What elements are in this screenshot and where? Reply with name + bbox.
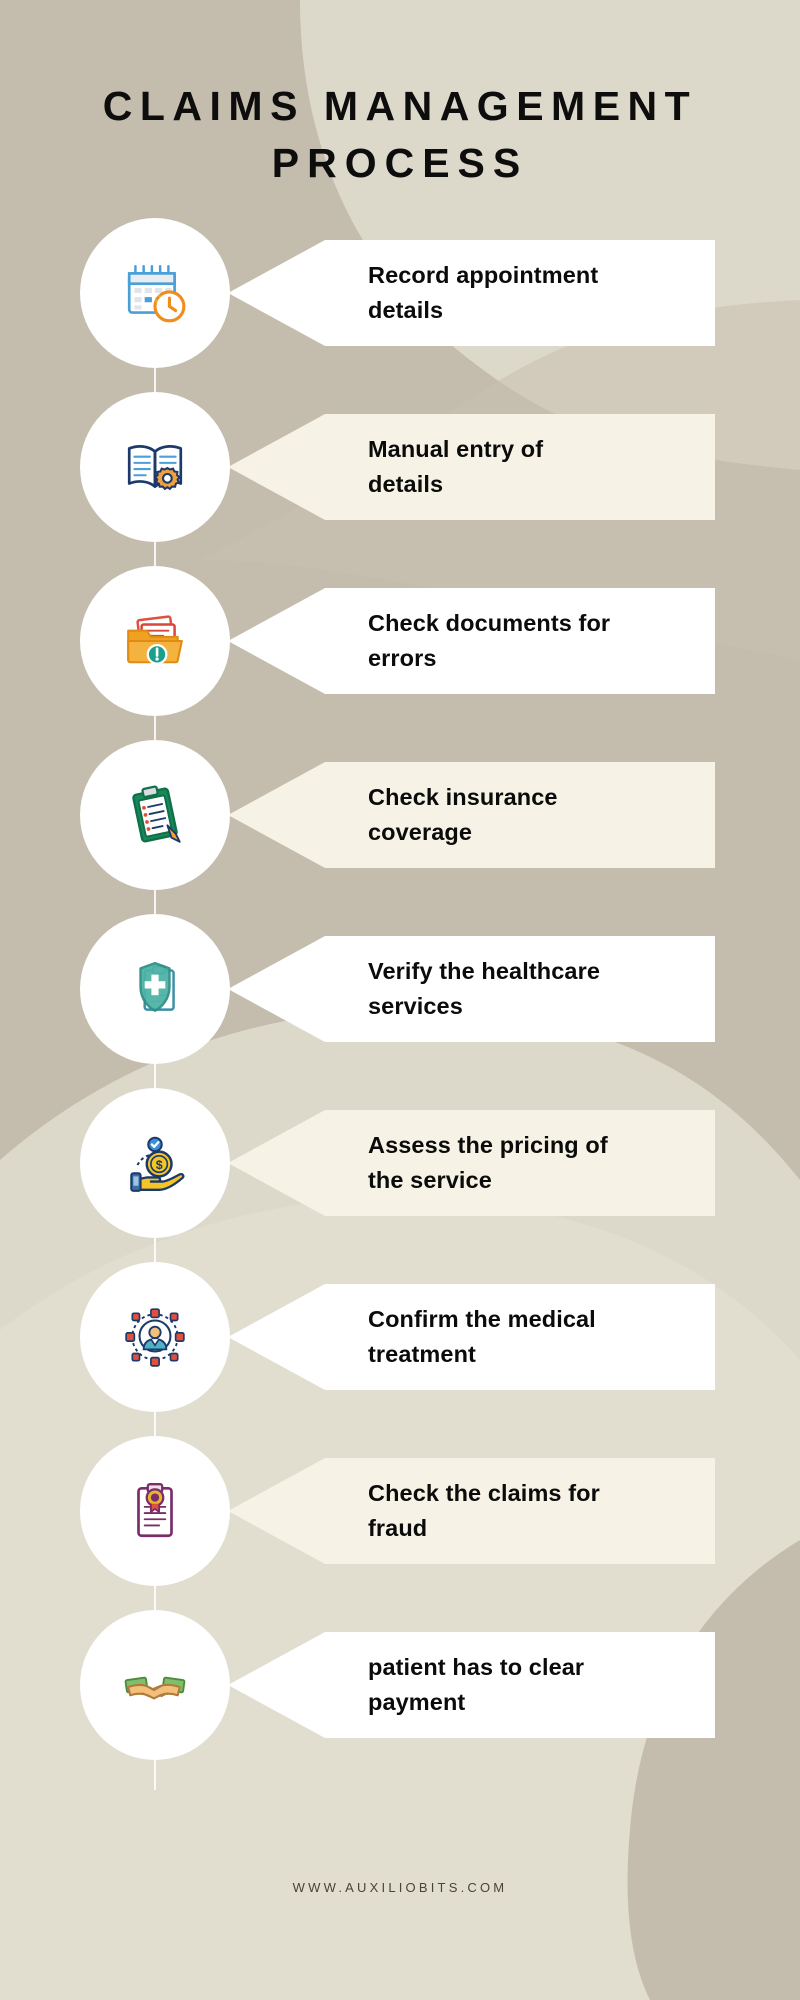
- hand-coin-icon: $: [122, 1130, 188, 1196]
- step-label: Check documents for errors: [368, 588, 713, 694]
- step-label: Verify the healthcare services: [368, 936, 713, 1042]
- step-label-line-2: treatment: [368, 1341, 476, 1367]
- step-banner: patient has to clear payment: [228, 1632, 715, 1738]
- step-label-line-2: errors: [368, 645, 437, 671]
- process-step: Check documents for errors: [0, 564, 800, 738]
- step-banner: Record appointment details: [228, 240, 715, 346]
- step-label-line-1: Verify the healthcare: [368, 958, 600, 985]
- process-step: Record appointment details: [0, 216, 800, 390]
- step-banner: Check documents for errors: [228, 588, 715, 694]
- step-label-line-1: Check insurance: [368, 784, 558, 811]
- calendar-clock-icon: [122, 260, 188, 326]
- title-line-1: CLAIMS MANAGEMENT: [102, 83, 698, 129]
- process-step: Manual entry of details: [0, 390, 800, 564]
- step-label-line-1: Check the claims for: [368, 1480, 600, 1507]
- step-label-line-1: Assess the pricing of: [368, 1132, 608, 1159]
- page-title: CLAIMS MANAGEMENT PROCESS: [0, 78, 800, 191]
- step-label-line-2: the service: [368, 1167, 492, 1193]
- title-line-2: PROCESS: [271, 139, 529, 186]
- clipboard-checklist-icon: [122, 782, 188, 848]
- process-step: Confirm the medical treatment: [0, 1260, 800, 1434]
- step-label-line-1: Check documents for: [368, 610, 611, 637]
- step-label-line-1: Confirm the medical: [368, 1306, 596, 1333]
- footer-website: WWW.AUXILIOBITS.COM: [292, 1880, 508, 1895]
- step-label: patient has to clear payment: [368, 1632, 713, 1738]
- step-label-line-2: fraud: [368, 1515, 428, 1541]
- step-icon-circle: [80, 1262, 230, 1412]
- step-label-line-2: payment: [368, 1689, 466, 1715]
- shield-medical-cross-icon: [122, 956, 188, 1022]
- process-step: Check insurance coverage: [0, 738, 800, 912]
- step-icon-circle: $: [80, 1088, 230, 1238]
- step-label: Check the claims for fraud: [368, 1458, 713, 1564]
- step-icon-circle: [80, 740, 230, 890]
- process-step: Verify the healthcare services: [0, 912, 800, 1086]
- step-icon-circle: [80, 566, 230, 716]
- doctor-network-icon: [122, 1304, 188, 1370]
- step-label-line-2: services: [368, 993, 463, 1019]
- step-label-line-2: details: [368, 471, 444, 497]
- step-label-line-2: details: [368, 297, 444, 323]
- step-banner: Assess the pricing of the service: [228, 1110, 715, 1216]
- step-banner: Manual entry of details: [228, 414, 715, 520]
- step-icon-circle: [80, 1436, 230, 1586]
- step-icon-circle: [80, 392, 230, 542]
- step-label: Confirm the medical treatment: [368, 1284, 713, 1390]
- folder-alert-icon: [122, 608, 188, 674]
- process-step: $ Assess the pricing of the service: [0, 1086, 800, 1260]
- clipboard-seal-icon: [122, 1478, 188, 1544]
- step-icon-circle: [80, 914, 230, 1064]
- step-banner: Check insurance coverage: [228, 762, 715, 868]
- step-label-line-1: Record appointment: [368, 262, 599, 289]
- open-book-gear-icon: [122, 434, 188, 500]
- handshake-money-icon: [122, 1652, 188, 1718]
- step-label: Record appointment details: [368, 240, 713, 346]
- step-label-line-1: patient has to clear: [368, 1654, 585, 1681]
- step-icon-circle: [80, 1610, 230, 1760]
- step-label: Manual entry of details: [368, 414, 713, 520]
- step-banner: Check the claims for fraud: [228, 1458, 715, 1564]
- step-banner: Confirm the medical treatment: [228, 1284, 715, 1390]
- step-label-line-2: coverage: [368, 819, 473, 845]
- step-banner: Verify the healthcare services: [228, 936, 715, 1042]
- step-icon-circle: [80, 218, 230, 368]
- step-label-line-1: Manual entry of: [368, 436, 544, 463]
- process-step: patient has to clear payment: [0, 1608, 800, 1782]
- process-step: Check the claims for fraud: [0, 1434, 800, 1608]
- svg-text:$: $: [156, 1158, 163, 1172]
- step-label: Assess the pricing of the service: [368, 1110, 713, 1216]
- step-label: Check insurance coverage: [368, 762, 713, 868]
